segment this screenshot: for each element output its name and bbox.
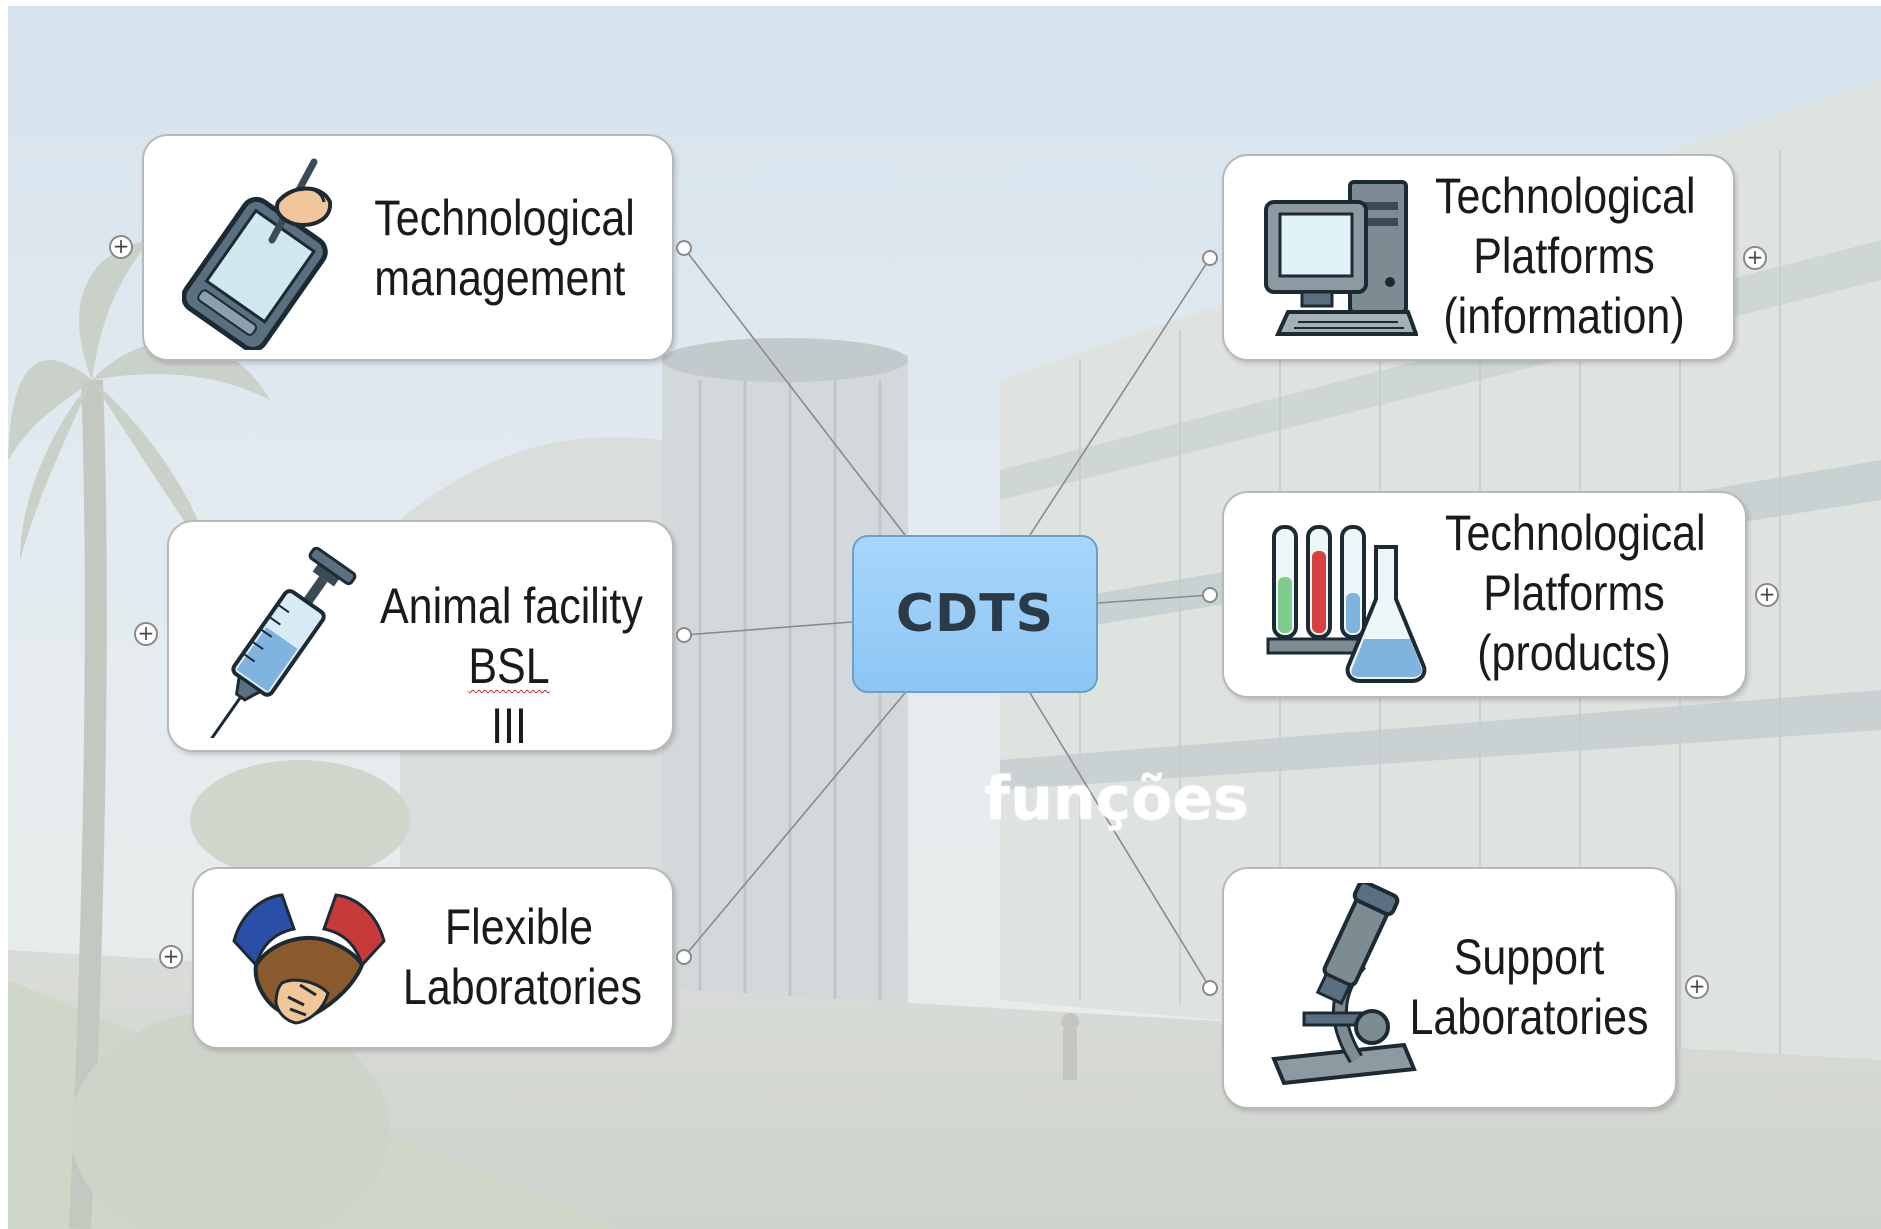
node-label: Flexible Laboratories bbox=[402, 899, 642, 1015]
central-topic-label: CDTS bbox=[895, 584, 1055, 644]
node-label: Technological management bbox=[374, 190, 635, 306]
expand-flexible-labs-button[interactable]: + bbox=[159, 945, 183, 969]
expand-tech-platforms-products-button[interactable]: + bbox=[1755, 583, 1779, 607]
node-label: Animal facility BSL III bbox=[380, 578, 643, 754]
expand-animal-facility-button[interactable]: + bbox=[134, 622, 158, 646]
node-label: Technological Platforms (information) bbox=[1435, 168, 1696, 344]
link-anchor bbox=[1202, 587, 1218, 603]
node-flexible-laboratories[interactable]: Flexible Laboratories bbox=[192, 867, 674, 1049]
node-technological-management[interactable]: Technological management bbox=[142, 134, 674, 361]
node-tech-platforms-information[interactable]: Technological Platforms (information) bbox=[1222, 154, 1735, 361]
node-label: Support Laboratories bbox=[1409, 929, 1649, 1045]
spellcheck-underlined-word: BSL bbox=[468, 638, 550, 694]
handshake-icon bbox=[232, 893, 386, 1025]
microscope-icon bbox=[1271, 883, 1417, 1086]
link-anchor bbox=[676, 627, 692, 643]
test-tubes-flask-icon bbox=[1266, 525, 1427, 683]
node-tech-platforms-products[interactable]: Technological Platforms (products) bbox=[1222, 491, 1747, 698]
node-support-laboratories[interactable]: Support Laboratories bbox=[1222, 867, 1677, 1109]
central-topic-cdts[interactable]: CDTS bbox=[852, 535, 1098, 693]
expand-tech-platforms-info-button[interactable]: + bbox=[1743, 246, 1767, 270]
node-animal-facility[interactable]: Animal facility BSL III bbox=[167, 520, 674, 754]
stylus-tablet-icon bbox=[182, 158, 332, 350]
computer-icon bbox=[1264, 180, 1418, 336]
link-anchor bbox=[676, 240, 692, 256]
link-anchor bbox=[676, 949, 692, 965]
node-label: Technological Platforms (products) bbox=[1445, 505, 1706, 681]
expand-support-labs-button[interactable]: + bbox=[1685, 975, 1709, 999]
link-anchor bbox=[1202, 250, 1218, 266]
link-anchor bbox=[1202, 980, 1218, 996]
expand-tech-management-button[interactable]: + bbox=[109, 235, 133, 259]
overlay-caption: funções bbox=[984, 764, 1249, 834]
syringe-icon bbox=[207, 546, 357, 738]
